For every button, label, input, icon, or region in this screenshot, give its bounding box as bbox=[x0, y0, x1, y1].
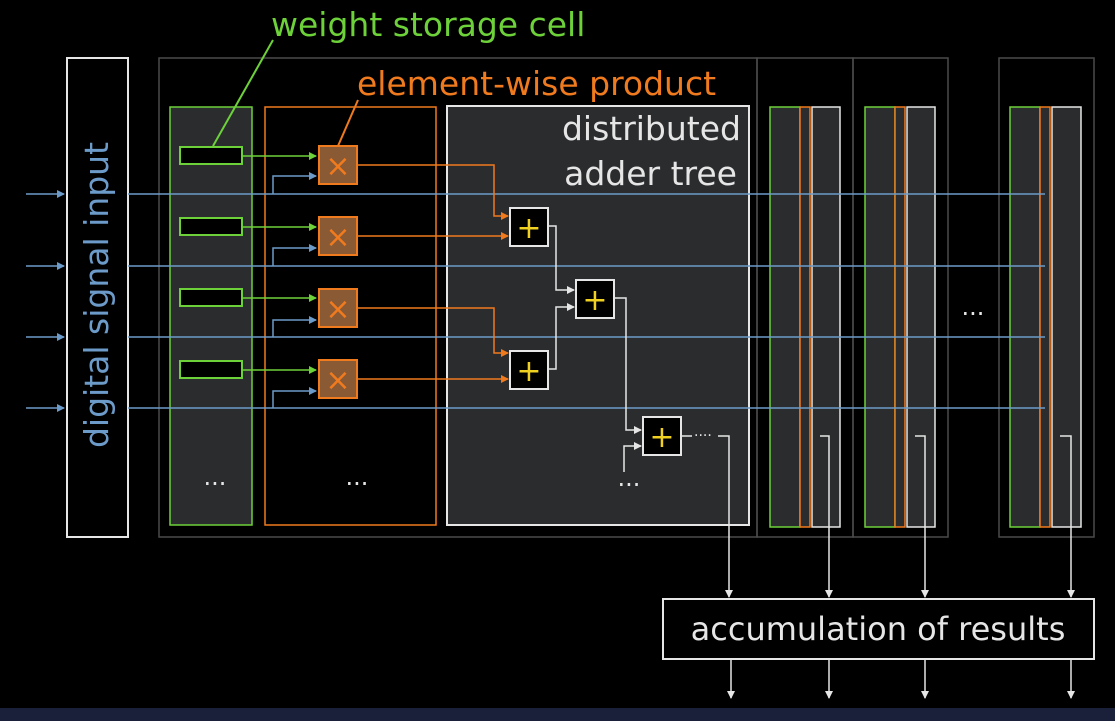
multiplier-blocks bbox=[318, 145, 358, 399]
adder-ellipsis: ... bbox=[618, 464, 641, 492]
svg-text:×: × bbox=[325, 292, 350, 327]
tile-n-columns bbox=[1009, 106, 1082, 528]
tile-n bbox=[998, 57, 1095, 538]
product-callout-line bbox=[337, 99, 359, 147]
tile-3 bbox=[852, 57, 949, 538]
weight-callout-line bbox=[212, 39, 274, 147]
bottom-strip bbox=[0, 708, 1115, 721]
svg-text:+: + bbox=[649, 420, 674, 455]
weight-label: weight storage cell bbox=[271, 5, 585, 44]
input-arrows bbox=[26, 190, 65, 412]
add-icons: + + + + bbox=[516, 211, 674, 455]
tile-2-columns bbox=[769, 106, 841, 528]
weight-column bbox=[169, 106, 253, 526]
svg-text:+: + bbox=[516, 211, 541, 246]
input-label: digital signal input bbox=[77, 142, 116, 448]
signal-branches bbox=[272, 172, 317, 408]
tile-3-columns bbox=[864, 106, 936, 528]
adder-out-dots: ···· bbox=[694, 428, 712, 444]
multiply-icons: × × × × bbox=[325, 149, 350, 398]
adder-blocks bbox=[509, 207, 682, 456]
product-ellipsis: ... bbox=[346, 463, 369, 491]
svg-text:×: × bbox=[325, 363, 350, 398]
tiles-ellipsis: ... bbox=[962, 293, 985, 321]
adder-label-line2: adder tree bbox=[564, 154, 737, 193]
accumulation-box bbox=[662, 598, 1095, 660]
weight-cells bbox=[179, 146, 243, 379]
accumulation-label: accumulation of results bbox=[691, 610, 1066, 648]
svg-text:×: × bbox=[325, 220, 350, 255]
weight-arrows bbox=[242, 152, 317, 374]
weight-ellipsis: ... bbox=[204, 463, 227, 491]
output-arrows bbox=[727, 660, 1075, 699]
input-box bbox=[66, 57, 129, 538]
svg-text:+: + bbox=[516, 354, 541, 389]
svg-text:+: + bbox=[582, 283, 607, 318]
product-paths bbox=[357, 164, 509, 383]
product-label: element-wise product bbox=[357, 64, 716, 103]
tile-outputs bbox=[820, 435, 1075, 598]
adder-label-line1: distributed bbox=[562, 109, 741, 148]
signal-lines bbox=[128, 193, 1045, 409]
svg-text:×: × bbox=[325, 149, 350, 184]
adder-wiring bbox=[547, 225, 733, 598]
